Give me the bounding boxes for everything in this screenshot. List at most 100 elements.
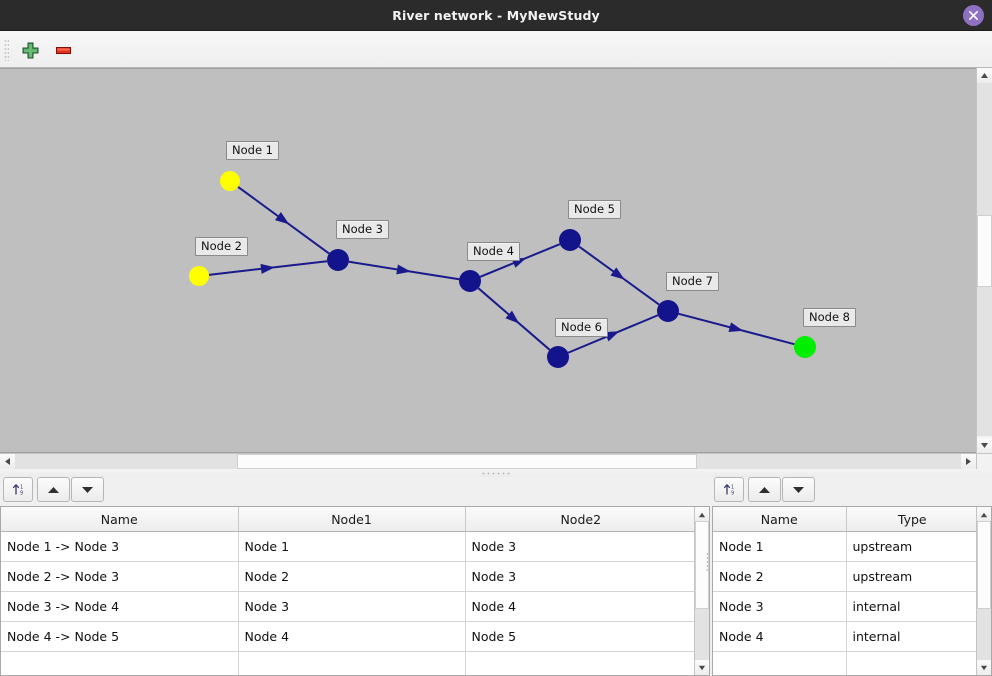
graph-node-node-7[interactable] [657, 300, 679, 322]
cell-node1[interactable] [238, 651, 466, 675]
vertical-splitter-grip[interactable] [706, 552, 710, 572]
cell-name[interactable] [1, 651, 239, 675]
cell-name[interactable]: Node 4 [713, 621, 847, 652]
scroll-up-icon[interactable] [977, 68, 992, 83]
cell-name[interactable]: Node 2 [713, 561, 847, 592]
canvas-vscroll-thumb[interactable] [977, 215, 992, 287]
column-header-node2[interactable]: Node2 [465, 507, 696, 532]
node-label-node-4[interactable]: Node 4 [467, 242, 520, 261]
scroll-left-icon[interactable] [0, 454, 15, 469]
scroll-up-icon[interactable] [977, 507, 991, 522]
node-label-node-1[interactable]: Node 1 [226, 141, 279, 160]
cell-node2[interactable]: Node 5 [465, 621, 696, 652]
node-label-node-2[interactable]: Node 2 [195, 237, 248, 256]
triangle-down-icon [793, 486, 804, 493]
cell-type[interactable]: internal [846, 621, 978, 652]
splitter-grip[interactable] [481, 472, 511, 475]
cell-type[interactable]: upstream [846, 531, 978, 562]
reaches-vertical-scrollbar[interactable] [694, 507, 709, 675]
nodes-move-down-button[interactable] [782, 477, 815, 502]
node-label-node-3[interactable]: Node 3 [336, 220, 389, 239]
green-plus-icon[interactable] [17, 37, 43, 63]
river-network-canvas[interactable]: Node 1 Node 2 Node 3 Node 4 Node 5 Node 6 Node… [0, 68, 992, 453]
scroll-down-icon[interactable] [977, 438, 992, 453]
red-minus-icon[interactable] [50, 37, 76, 63]
title-bar: River network - MyNewStudy [0, 0, 992, 31]
cell-node2[interactable] [465, 651, 696, 675]
table-row[interactable] [713, 651, 978, 675]
svg-text:9: 9 [731, 491, 734, 497]
canvas-hscroll-thumb[interactable] [237, 454, 697, 469]
graph-node-node-6[interactable] [547, 346, 569, 368]
column-header-name[interactable]: Name [713, 507, 847, 532]
reaches-move-up-button[interactable] [37, 477, 70, 502]
cell-node2[interactable]: Node 3 [465, 561, 696, 592]
cell-node1[interactable]: Node 2 [238, 561, 466, 592]
cell-node2[interactable]: Node 3 [465, 531, 696, 562]
cell-name[interactable]: Node 3 -> Node 4 [1, 591, 239, 622]
cell-name[interactable]: Node 2 -> Node 3 [1, 561, 239, 592]
node-label-node-5[interactable]: Node 5 [568, 200, 621, 219]
node-label-node-6[interactable]: Node 6 [555, 318, 608, 337]
cell-type[interactable]: internal [846, 591, 978, 622]
node-label-node-8[interactable]: Node 8 [803, 308, 856, 327]
canvas-vertical-scrollbar[interactable] [976, 68, 992, 453]
cell-name[interactable]: Node 1 -> Node 3 [1, 531, 239, 562]
nodes-vertical-scrollbar[interactable] [976, 507, 991, 675]
cell-node1[interactable]: Node 4 [238, 621, 466, 652]
graph-node-node-3[interactable] [327, 249, 349, 271]
cell-name[interactable] [713, 651, 847, 675]
scroll-down-icon[interactable] [977, 660, 991, 675]
cell-node1[interactable]: Node 3 [238, 591, 466, 622]
triangle-down-icon [82, 486, 93, 493]
edge-arrow-icon [274, 212, 290, 225]
canvas-horizontal-scrollbar[interactable] [0, 453, 976, 469]
graph-node-node-8[interactable] [794, 336, 816, 358]
graph-node-node-2[interactable] [189, 266, 209, 286]
cell-node1[interactable]: Node 1 [238, 531, 466, 562]
graph-node-node-1[interactable] [220, 171, 240, 191]
cell-type[interactable] [846, 651, 978, 675]
cell-name[interactable]: Node 1 [713, 531, 847, 562]
column-header-name[interactable]: Name [1, 507, 239, 532]
reaches-sort-button[interactable]: 1 9 [3, 477, 33, 502]
close-icon[interactable] [963, 5, 984, 26]
edge-arrow-icon [396, 264, 411, 275]
edge-arrow-icon [610, 267, 625, 280]
cell-node2[interactable]: Node 4 [465, 591, 696, 622]
triangle-up-icon [48, 486, 59, 493]
node-label-node-7[interactable]: Node 7 [666, 272, 719, 291]
toolbar-grip[interactable] [4, 39, 9, 61]
graph-node-node-5[interactable] [559, 229, 581, 251]
cell-type[interactable]: upstream [846, 561, 978, 592]
table-row[interactable] [1, 651, 696, 675]
nodes-move-up-button[interactable] [748, 477, 781, 502]
cell-name[interactable]: Node 4 -> Node 5 [1, 621, 239, 652]
column-header-type[interactable]: Type [846, 507, 978, 532]
reaches-move-down-button[interactable] [71, 477, 104, 502]
scroll-up-icon[interactable] [695, 507, 709, 522]
horizontal-splitter[interactable] [0, 469, 992, 477]
scroll-down-icon[interactable] [695, 660, 709, 675]
column-header-node1[interactable]: Node1 [238, 507, 466, 532]
nodes-sort-button[interactable]: 1 9 [714, 477, 744, 502]
graph-node-node-4[interactable] [459, 270, 481, 292]
nodes-vscroll-thumb[interactable] [977, 521, 991, 609]
network-graph [189, 171, 816, 368]
cell-name[interactable]: Node 3 [713, 591, 847, 622]
scroll-right-icon[interactable] [961, 454, 976, 469]
